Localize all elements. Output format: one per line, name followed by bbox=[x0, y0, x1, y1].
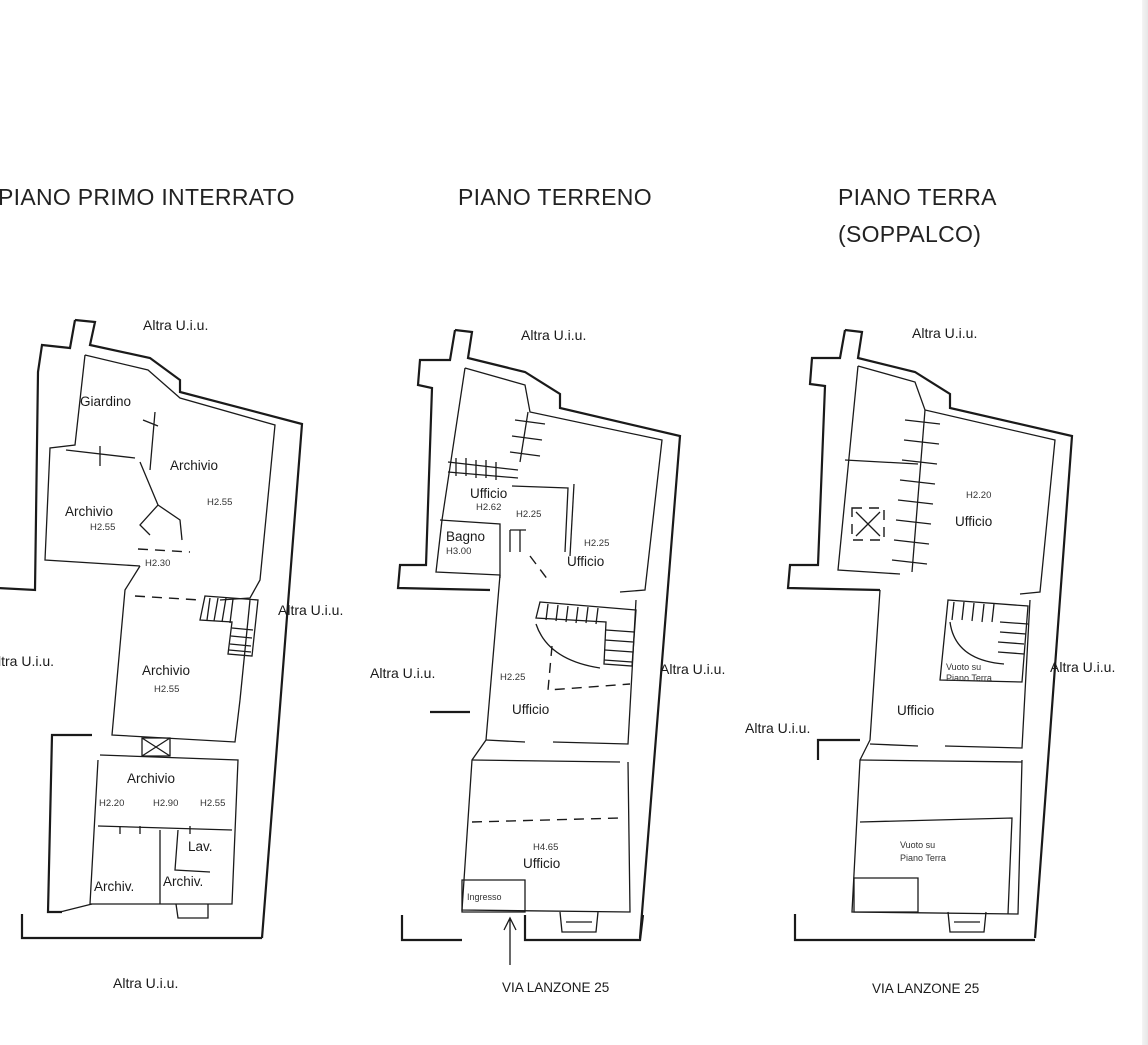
plan1-neighbor-bottom: Altra U.i.u. bbox=[113, 975, 178, 991]
plan3-neighbor-right: Altra U.i.u. bbox=[1050, 659, 1115, 675]
height-ufficio-small: H2.62 bbox=[476, 502, 501, 513]
height-ufficio-upper: H2.25 bbox=[584, 538, 609, 549]
plan-piano-terreno bbox=[396, 328, 682, 965]
heading-piano-primo-interrato: PIANO PRIMO INTERRATO bbox=[0, 184, 295, 210]
room-bagno: Bagno bbox=[446, 529, 485, 544]
room-soppalco-ufficio-middle: Ufficio bbox=[897, 703, 934, 718]
room-ufficio-upper: Ufficio bbox=[567, 554, 604, 569]
height-bagno: H3.00 bbox=[446, 546, 471, 557]
heading-piano-terreno: PIANO TERRENO bbox=[458, 184, 652, 210]
room-archiv-right: Archiv. bbox=[163, 874, 203, 889]
plan3-street-label: VIA LANZONE 25 bbox=[872, 981, 979, 996]
room-archivio-upper-right: Archivio bbox=[170, 458, 218, 473]
room-ingresso: Ingresso bbox=[467, 892, 502, 902]
room-archivio-upper-left: Archivio bbox=[65, 504, 113, 519]
room-ufficio-small: Ufficio bbox=[470, 486, 507, 501]
room-soppalco-ufficio-upper: Ufficio bbox=[955, 514, 992, 529]
room-archivio-middle: Archivio bbox=[142, 663, 190, 678]
void-stair-line1: Vuoto su bbox=[946, 662, 981, 672]
height-lower-1: H2.20 bbox=[99, 798, 124, 809]
height-soppalco-ufficio: H2.20 bbox=[966, 490, 991, 501]
plan3-neighbor-left: Altra U.i.u. bbox=[745, 720, 810, 736]
plan2-neighbor-top: Altra U.i.u. bbox=[521, 327, 586, 343]
plan-piano-primo-interrato bbox=[0, 318, 304, 940]
height-corridor: H2.25 bbox=[516, 509, 541, 520]
room-archivio-lower: Archivio bbox=[127, 771, 175, 786]
stairs-interrato bbox=[199, 595, 259, 657]
height-archivio-upper-left: H2.55 bbox=[90, 522, 115, 533]
room-archiv-left: Archiv. bbox=[94, 879, 134, 894]
stairs-void-soppalco bbox=[939, 599, 1029, 683]
heading-piano-terra: PIANO TERRA bbox=[838, 184, 997, 210]
room-ufficio-middle: Ufficio bbox=[512, 702, 549, 717]
plan2-neighbor-right: Altra U.i.u. bbox=[660, 661, 725, 677]
plan1-neighbor-right: Altra U.i.u. bbox=[278, 602, 343, 618]
stairs-terreno bbox=[535, 601, 637, 669]
height-lower-2: H2.90 bbox=[153, 798, 178, 809]
page-edge-shadow bbox=[1142, 0, 1148, 1045]
height-lower-3: H2.55 bbox=[200, 798, 225, 809]
plan1-neighbor-top: Altra U.i.u. bbox=[143, 317, 208, 333]
void-lower-line1: Vuoto su bbox=[900, 840, 935, 850]
room-lav: Lav. bbox=[188, 839, 213, 854]
plan3-neighbor-top: Altra U.i.u. bbox=[912, 325, 977, 341]
plan1-neighbor-left: ltra U.i.u. bbox=[0, 653, 54, 669]
plan-piano-terra-soppalco bbox=[786, 328, 1074, 942]
void-stair-line2: Piano Terra bbox=[946, 673, 992, 683]
heading-soppalco: (SOPPALCO) bbox=[838, 221, 981, 247]
height-ufficio-middle: H2.25 bbox=[500, 672, 525, 683]
height-archivio-middle: H2.55 bbox=[154, 684, 179, 695]
height-ufficio-lower: H4.65 bbox=[533, 842, 558, 853]
height-archivio-upper-right: H2.55 bbox=[207, 497, 232, 508]
height-passage: H2.30 bbox=[145, 558, 170, 569]
room-ufficio-lower: Ufficio bbox=[523, 856, 560, 871]
room-giardino: Giardino bbox=[80, 394, 131, 409]
plan2-neighbor-left: Altra U.i.u. bbox=[370, 665, 435, 681]
void-lower-line2: Piano Terra bbox=[900, 853, 946, 863]
plan2-street-label: VIA LANZONE 25 bbox=[502, 980, 609, 995]
